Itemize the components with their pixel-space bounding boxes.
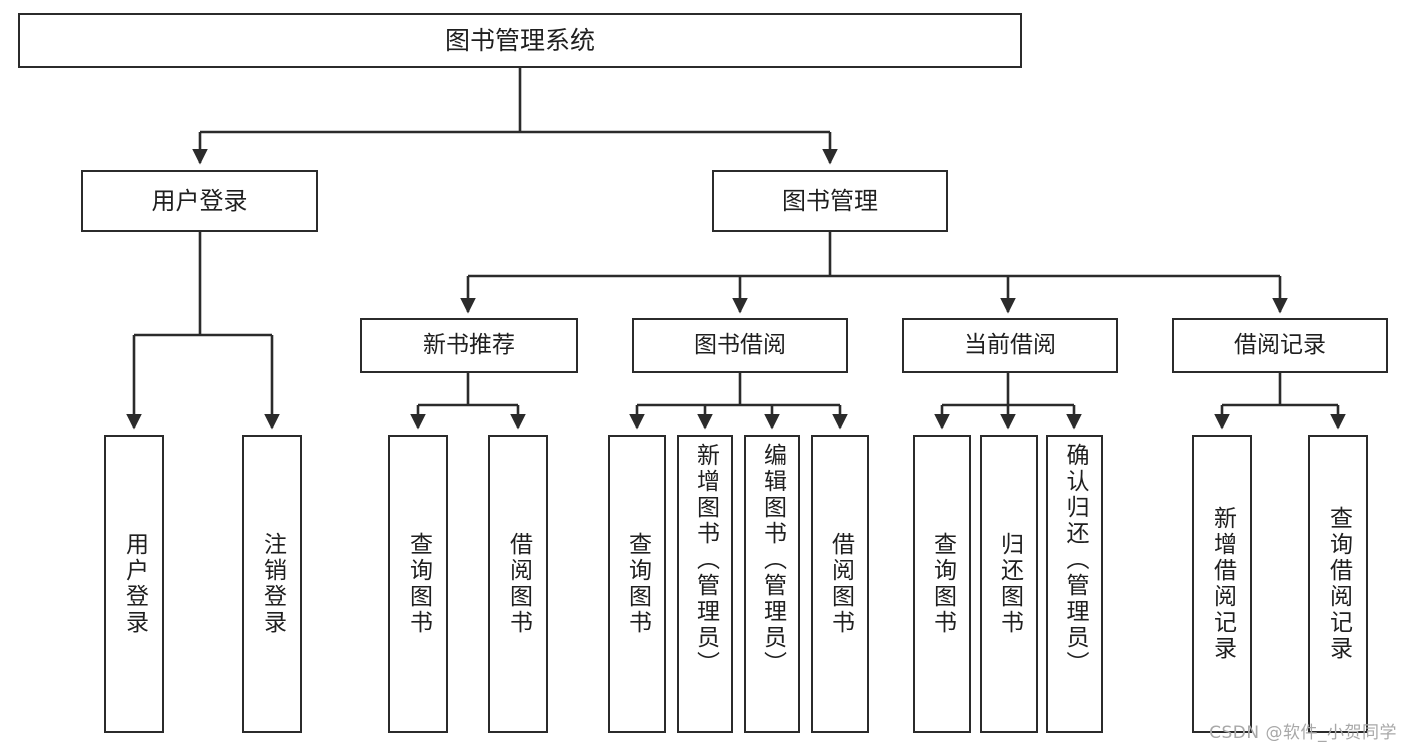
leaf-borrow-query-books-label: 查询图书 [624,532,651,636]
node-book-management-label: 图书管理 [782,186,878,215]
leaf-logout-label: 注销登录 [259,532,286,636]
leaf-borrow-query-books[interactable]: 查询图书 [608,435,666,733]
leaf-user-login-label: 用户登录 [121,532,148,636]
csdn-watermark: CSDN @软件_小贺同学 [1209,723,1397,743]
leaf-current-query-books-label: 查询图书 [929,532,956,636]
leaf-current-confirm-return-admin-label: 确认归还（管理员） [1062,443,1088,677]
leaf-borrow-edit-book-admin-label: 编辑图书（管理员） [759,443,786,677]
node-current-borrow-label: 当前借阅 [964,331,1056,358]
node-user-login-label: 用户登录 [151,186,248,215]
leaf-record-query-borrow-record-label: 查询借阅记录 [1325,506,1352,662]
node-new-book-recommend[interactable]: 新书推荐 [360,318,578,373]
leaf-current-return-books-label: 归还图书 [996,532,1023,636]
node-book-borrow-label: 图书借阅 [694,331,786,358]
leaf-current-query-books[interactable]: 查询图书 [913,435,971,733]
leaf-borrow-add-book-admin-label: 新增图书（管理员） [692,443,719,677]
node-borrow-record-label: 借阅记录 [1234,331,1326,358]
leaf-new-book-query-books[interactable]: 查询图书 [388,435,448,733]
node-root-label: 图书管理系统 [444,25,595,55]
leaf-new-book-borrow-books-label: 借阅图书 [505,532,532,636]
node-user-login[interactable]: 用户登录 [81,170,318,232]
leaf-borrow-borrow-books-label: 借阅图书 [827,532,854,636]
node-book-borrow[interactable]: 图书借阅 [632,318,848,373]
leaf-record-add-borrow-record-label: 新增借阅记录 [1209,506,1236,662]
leaf-record-add-borrow-record[interactable]: 新增借阅记录 [1192,435,1252,733]
node-new-book-recommend-label: 新书推荐 [423,331,515,358]
node-borrow-record[interactable]: 借阅记录 [1172,318,1388,373]
leaf-record-query-borrow-record[interactable]: 查询借阅记录 [1308,435,1368,733]
node-current-borrow[interactable]: 当前借阅 [902,318,1118,373]
leaf-borrow-edit-book-admin[interactable]: 编辑图书（管理员） [744,435,800,733]
node-root-book-management-system[interactable]: 图书管理系统 [18,13,1022,68]
leaf-current-return-books[interactable]: 归还图书 [980,435,1038,733]
leaf-user-login[interactable]: 用户登录 [104,435,164,733]
leaf-borrow-add-book-admin[interactable]: 新增图书（管理员） [677,435,733,733]
leaf-new-book-borrow-books[interactable]: 借阅图书 [488,435,548,733]
leaf-logout[interactable]: 注销登录 [242,435,302,733]
node-book-management[interactable]: 图书管理 [712,170,948,232]
leaf-new-book-query-books-label: 查询图书 [405,532,432,636]
leaf-current-confirm-return-admin[interactable]: 确认归还（管理员） [1046,435,1103,733]
leaf-borrow-borrow-books[interactable]: 借阅图书 [811,435,869,733]
